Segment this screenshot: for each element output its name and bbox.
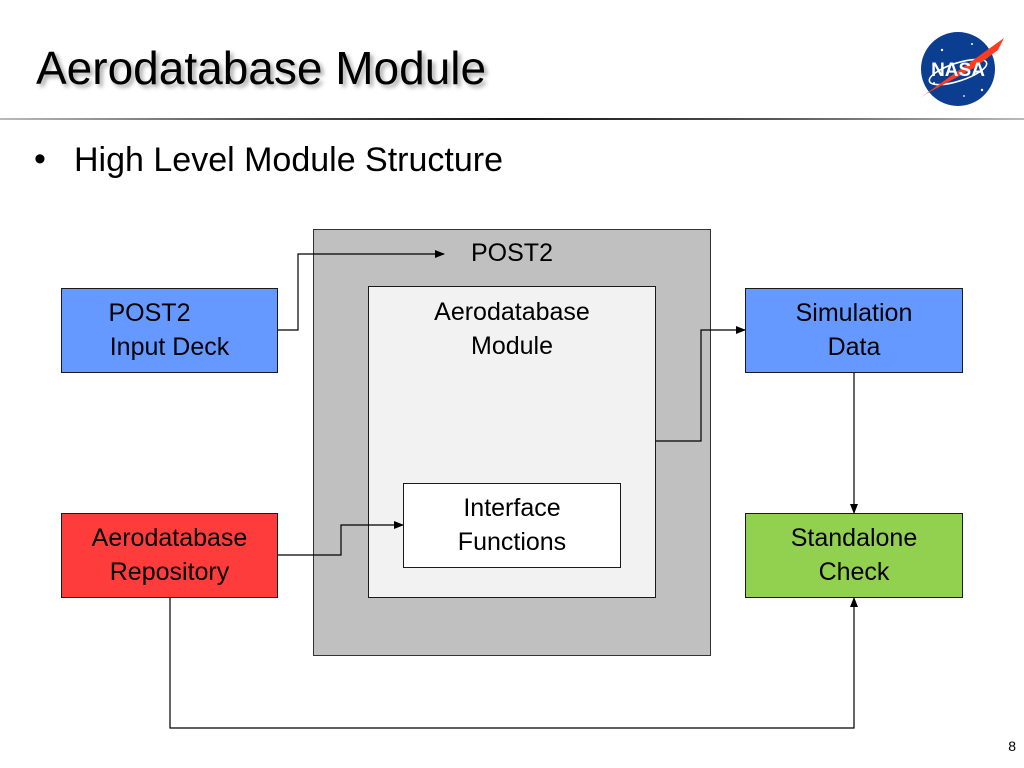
page-number: 8: [1008, 738, 1016, 754]
standalone-check-box: Standalone Check: [745, 513, 963, 598]
nasa-logo: NASA: [920, 32, 1004, 106]
slide-title: Aerodatabase Module: [36, 42, 487, 94]
title-divider: [0, 118, 1024, 120]
aerodatabase-module-line2: Module: [471, 332, 553, 360]
interface-functions-line1: Interface: [463, 494, 561, 522]
post2-input-deck-line2: Input Deck: [109, 333, 230, 361]
aerodatabase-module-line1: Aerodatabase: [434, 298, 590, 326]
simulation-data-box: Simulation Data: [745, 288, 963, 373]
simulation-data-line2: Data: [827, 333, 881, 361]
interface-functions-line2: Functions: [457, 528, 567, 556]
bullet-text: High Level Module Structure: [74, 141, 504, 179]
aerodatabase-repository-line2: Repository: [109, 558, 230, 586]
post2-input-deck-line1: POST2: [108, 299, 191, 327]
post2-input-deck-box: POST2 Input Deck: [61, 288, 278, 373]
bullet-icon: •: [34, 140, 46, 178]
post2-label: POST2: [471, 239, 553, 267]
aerodatabase-repository-line1: Aerodatabase: [91, 524, 248, 552]
aerodatabase-repository-box: Aerodatabase Repository: [61, 513, 278, 598]
interface-functions-box: Interface Functions: [403, 483, 621, 568]
standalone-check-line1: Standalone: [790, 524, 918, 552]
simulation-data-line1: Simulation: [795, 299, 913, 327]
standalone-check-line2: Check: [818, 558, 890, 586]
nasa-logo-text: NASA: [931, 60, 985, 81]
